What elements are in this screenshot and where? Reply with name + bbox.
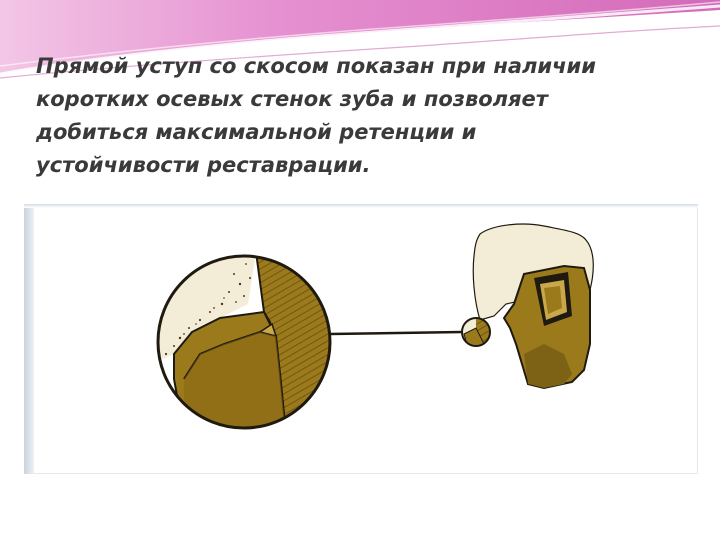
tooth-drawing	[472, 223, 594, 390]
magnifier-circle	[156, 254, 332, 430]
tooth-stipple	[164, 263, 251, 356]
dental-illustration	[156, 223, 594, 430]
figure-panel	[24, 204, 698, 474]
caption-line: добиться максимальной ретенции и	[36, 120, 477, 144]
caption-line: коротких осевых стенок зуба и позволяет	[36, 87, 548, 111]
root-shading	[524, 344, 572, 388]
magnified-view	[158, 256, 330, 428]
caption-line: устойчивости реставрации.	[36, 153, 371, 177]
panel-edge-shadow	[24, 204, 34, 474]
banner-wave-line	[0, 25, 720, 79]
box-floor	[544, 286, 562, 314]
banner-wave-line	[0, 4, 720, 76]
caption-line: Прямой уступ со скосом показан при налич…	[36, 54, 596, 78]
detail-circle-contents	[462, 318, 490, 346]
header-wave-banner	[0, 0, 720, 79]
banner-wave-line	[0, 1, 720, 67]
crown-shading	[184, 332, 286, 428]
detail-circle	[461, 317, 491, 347]
slide-caption: Прямой уступ со скосом показан при налич…	[36, 50, 646, 182]
connector-line	[329, 330, 463, 336]
panel-edge-shadow	[24, 204, 698, 208]
